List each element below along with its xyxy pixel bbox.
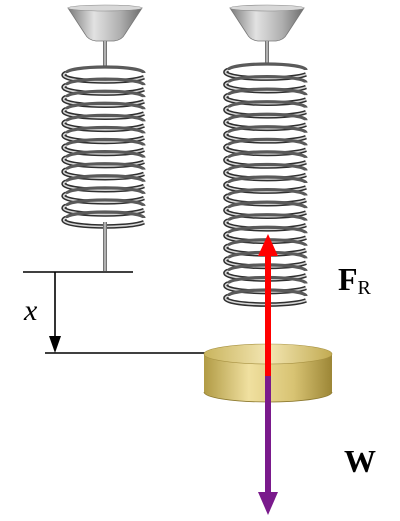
left-spring-coil-back: [64, 210, 146, 219]
restoring-force-label-sub: R: [358, 277, 372, 299]
restoring-force-label: FR: [338, 261, 372, 299]
left-spring-coil-back: [64, 101, 146, 110]
left-top-rod: [103, 41, 107, 68]
displacement-label: x: [23, 294, 38, 327]
left-spring-coil-back: [64, 162, 146, 171]
right-spring-coil-back: [226, 100, 308, 109]
left-spring-coil-back: [64, 77, 146, 86]
right-spring-coil-back: [226, 62, 308, 71]
right-ceiling-mount: [229, 7, 305, 42]
left-spring-coil-back: [64, 113, 146, 122]
right-spring-coils: [223, 62, 308, 307]
left-spring-coil-back: [64, 89, 146, 98]
right-spring-coil-back: [226, 112, 308, 121]
left-spring-coil-back: [64, 149, 146, 159]
left-spring-coil-back: [64, 125, 146, 135]
right-spring-coil-back: [226, 87, 308, 96]
weight-arrow: [258, 376, 278, 515]
right-spring-coil-back: [226, 137, 308, 146]
right-spring-coil-back: [226, 125, 308, 134]
left-spring-coil-back: [64, 65, 146, 74]
restoring-force-label-main: F: [338, 261, 358, 297]
right-spring-coil-back: [226, 200, 308, 209]
right-spring-coil-back: [226, 74, 308, 84]
restoring-force-arrow: [258, 234, 278, 376]
left-ceiling-mount: [67, 7, 143, 42]
left-spring-coils: [61, 65, 146, 229]
weight-label: W: [344, 443, 376, 479]
right-spring-coil-back: [226, 225, 308, 234]
left-spring-coil-front-highlight: [62, 217, 145, 228]
right-spring-coil-back: [226, 162, 308, 172]
right-spring-coil-back: [226, 187, 308, 197]
left-spring-coil-back: [64, 137, 146, 147]
right-spring-assembly: [223, 4, 308, 352]
right-spring-coil-front-highlight: [224, 295, 307, 306]
right-spring-coil-back: [226, 175, 308, 184]
right-spring-coil-back: [226, 150, 308, 159]
left-spring-assembly: [61, 4, 146, 271]
left-spring-coil-back: [64, 174, 146, 183]
right-top-rod: [265, 41, 269, 65]
left-spring-coil-back: [64, 198, 146, 207]
left-spring-coil-back: [64, 186, 146, 195]
displacement-arrow: [49, 272, 61, 353]
left-bottom-rod: [103, 222, 107, 271]
right-spring-coil-back: [226, 213, 308, 222]
